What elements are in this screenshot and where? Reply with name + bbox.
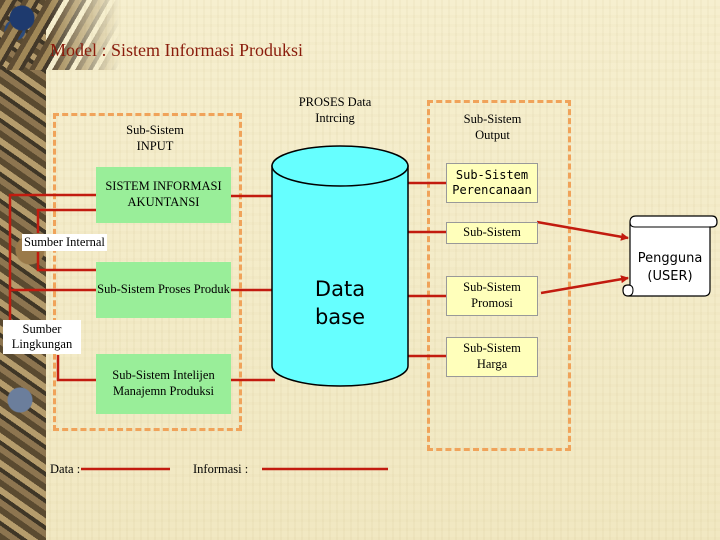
page-title: Model : Sistem Informasi Produksi <box>50 40 303 60</box>
input-group-border <box>53 113 242 431</box>
box-sistem-informasi-akuntansi: SISTEM INFORMASI AKUNTANSI <box>96 167 231 223</box>
decorative-collage-corner <box>0 0 120 70</box>
legend-data-label: Data : <box>50 462 81 476</box>
arrow-to-user-1 <box>536 220 629 241</box>
line-sia-to-internal <box>36 208 96 233</box>
box-subsistem-promosi: Sub-Sistem Promosi <box>446 276 538 316</box>
user-label: Pengguna (USER) <box>637 251 703 284</box>
box-subsistem-perencanaan: Sub-Sistem Perencanaan <box>446 163 538 203</box>
box-subsistem-proses-produk: Sub-Sistem Proses Produk <box>96 262 231 318</box>
output-group-header: Sub-Sistem Output <box>463 112 522 142</box>
line-proses-to-internal <box>36 252 96 272</box>
arrow-to-user-2 <box>540 275 629 295</box>
database-label: Data base <box>314 277 366 330</box>
process-header: PROSES Data Intrcing <box>298 95 372 125</box>
output-group-border <box>427 100 571 451</box>
source-lingkungan: Sumber Lingkungan <box>3 320 81 354</box>
box-subsistem-intelijen: Sub-Sistem Intelijen Manajemn Produksi <box>96 354 231 414</box>
user-scroll-shape <box>622 215 718 297</box>
legend-informasi-label: Informasi : <box>193 462 249 476</box>
box-subsistem-harga: Sub-Sistem Harga <box>446 337 538 377</box>
line-intelijen-to-lingkungan <box>56 355 96 382</box>
input-group-header: Sub-Sistem INPUT <box>126 123 184 153</box>
source-internal: Sumber Internal <box>22 234 107 251</box>
box-subsistem: Sub-Sistem <box>446 222 538 244</box>
